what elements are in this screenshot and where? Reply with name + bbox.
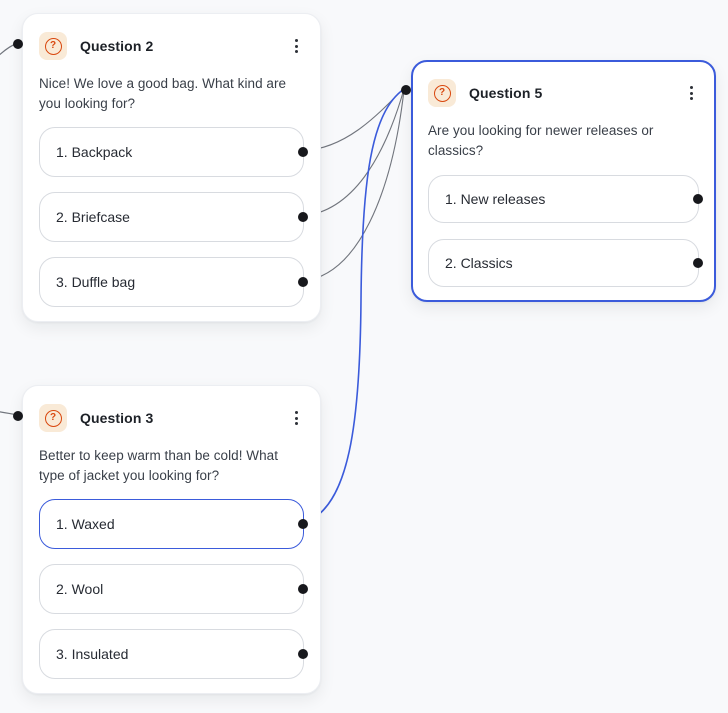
output-handle[interactable]	[298, 649, 308, 659]
option-waxed[interactable]: 1. Waxed	[39, 499, 308, 549]
node-title: Question 3	[80, 410, 154, 426]
option-briefcase[interactable]: 2. Briefcase	[39, 192, 308, 242]
node-title: Question 2	[80, 38, 154, 54]
question-mark-glyph: ?	[433, 84, 451, 102]
option-wool[interactable]: 2. Wool	[39, 564, 308, 614]
option-backpack[interactable]: 1. Backpack	[39, 127, 308, 177]
option-new-releases[interactable]: 1. New releases	[428, 175, 703, 223]
output-handle[interactable]	[298, 212, 308, 222]
output-handle[interactable]	[298, 519, 308, 529]
option-label: 2. Briefcase	[56, 209, 130, 225]
option-label: 1. Backpack	[56, 144, 133, 160]
options-list: 1. New releases 2. Classics	[428, 175, 703, 287]
node-question-2[interactable]: ? Question 2 Nice! We love a good bag. W…	[13, 13, 321, 322]
node-header: ? Question 3	[39, 404, 304, 432]
option-insulated[interactable]: 3. Insulated	[39, 629, 308, 679]
question-text: Nice! We love a good bag. What kind are …	[39, 76, 287, 111]
kebab-menu-icon[interactable]	[684, 82, 699, 104]
question-mark-glyph: ?	[44, 37, 62, 55]
output-handle[interactable]	[298, 584, 308, 594]
option-duffle-bag[interactable]: 3. Duffle bag	[39, 257, 308, 307]
node-title: Question 5	[469, 85, 543, 101]
option-label: 1. Waxed	[56, 516, 115, 532]
kebab-menu-icon[interactable]	[289, 35, 304, 57]
option-label: 3. Insulated	[56, 646, 129, 662]
output-handle[interactable]	[298, 147, 308, 157]
question-icon: ?	[39, 404, 67, 432]
question-text: Are you looking for newer releases or cl…	[428, 123, 654, 158]
option-label: 2. Classics	[445, 255, 513, 271]
options-list: 1. Backpack 2. Briefcase 3. Duffle bag	[39, 127, 308, 307]
option-label: 1. New releases	[445, 191, 546, 207]
question-text: Better to keep warm than be cold! What t…	[39, 448, 279, 483]
option-label: 3. Duffle bag	[56, 274, 136, 290]
output-handle[interactable]	[298, 277, 308, 287]
input-handle[interactable]	[13, 411, 23, 421]
option-label: 2. Wool	[56, 581, 104, 597]
kebab-menu-icon[interactable]	[289, 407, 304, 429]
input-handle[interactable]	[401, 85, 411, 95]
question-mark-glyph: ?	[44, 409, 62, 427]
node-header: ? Question 5	[428, 79, 699, 107]
node-header: ? Question 2	[39, 32, 304, 60]
output-handle[interactable]	[693, 258, 703, 268]
options-list: 1. Waxed 2. Wool 3. Insulated	[39, 499, 308, 679]
edge-dufflebag-to-question5[interactable]	[302, 89, 405, 282]
option-classics[interactable]: 2. Classics	[428, 239, 703, 287]
question-icon: ?	[428, 79, 456, 107]
node-question-5[interactable]: ? Question 5 Are you looking for newer r…	[401, 60, 716, 302]
question-icon: ?	[39, 32, 67, 60]
output-handle[interactable]	[693, 194, 703, 204]
node-question-3[interactable]: ? Question 3 Better to keep warm than be…	[13, 385, 321, 694]
input-handle[interactable]	[13, 39, 23, 49]
edge-waxed-to-question5[interactable]	[302, 88, 405, 524]
